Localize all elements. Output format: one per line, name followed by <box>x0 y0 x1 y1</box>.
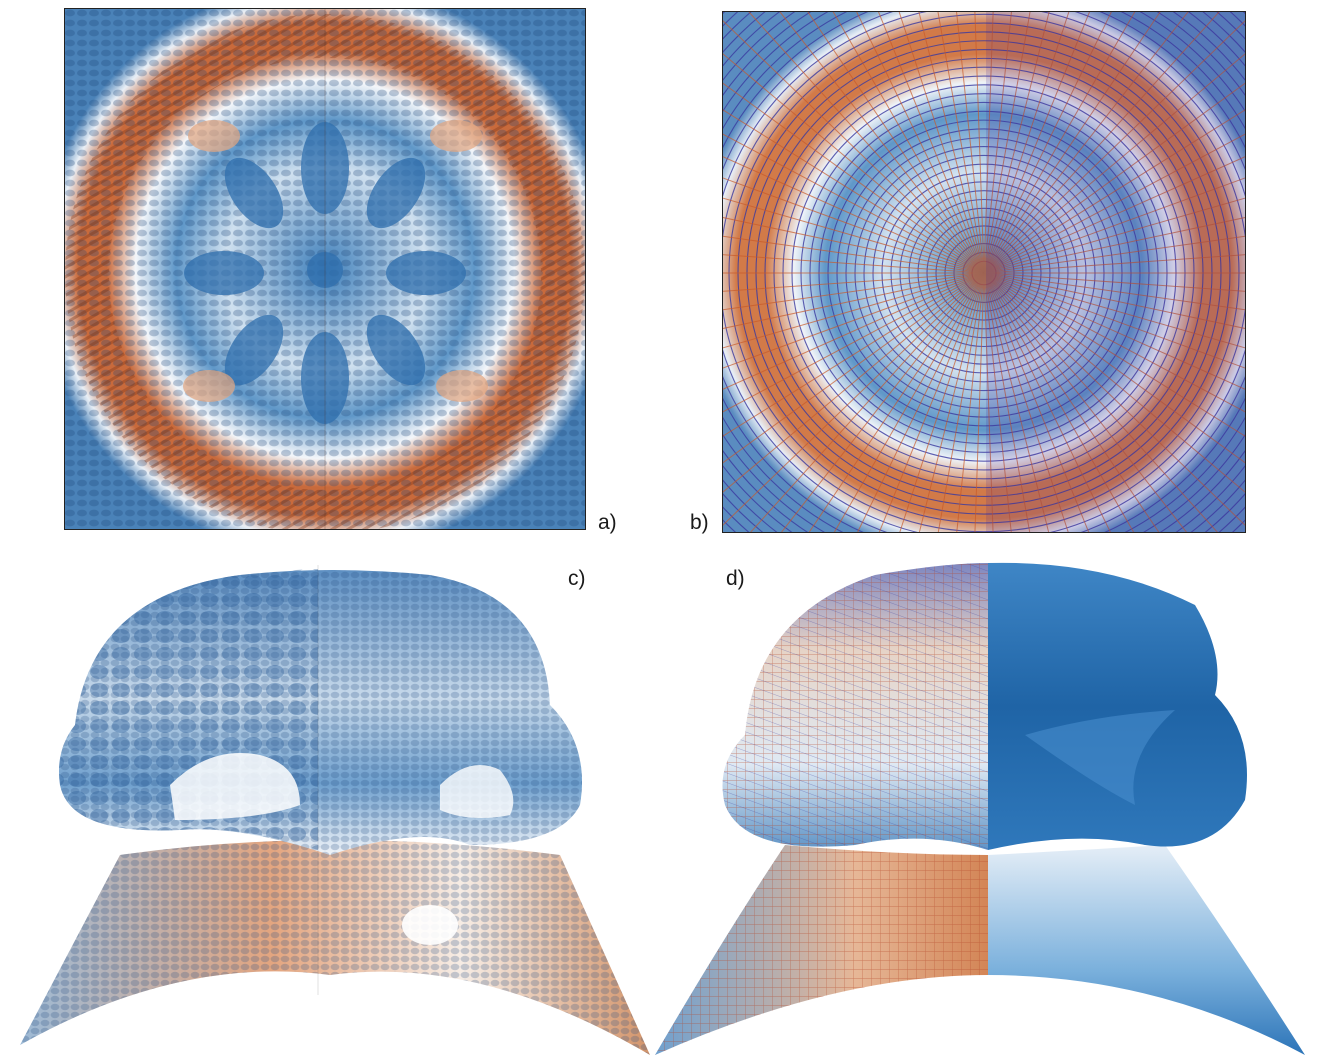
panel-d-cap-right <box>988 562 1247 850</box>
panel-c-label: c) <box>568 567 586 590</box>
panel-d-streamline-surface <box>655 555 1318 1064</box>
panel-d-label: d) <box>726 567 745 590</box>
panel-c-image <box>20 565 650 1055</box>
panel-b-label: b) <box>690 511 709 534</box>
panel-a-label: a) <box>598 511 617 534</box>
panel-a-glyph-square <box>64 8 586 530</box>
panel-a-petals <box>184 122 466 424</box>
panel-b-streamline-square <box>722 11 1246 533</box>
panel-d-image <box>655 562 1305 1055</box>
panel-a-image <box>64 8 586 530</box>
panel-c-glyph-surface <box>0 555 660 1064</box>
panel-b-image <box>722 11 1246 533</box>
panel-b-streamlines <box>722 11 1246 533</box>
panel-d-skirt-right <box>988 845 1305 1055</box>
